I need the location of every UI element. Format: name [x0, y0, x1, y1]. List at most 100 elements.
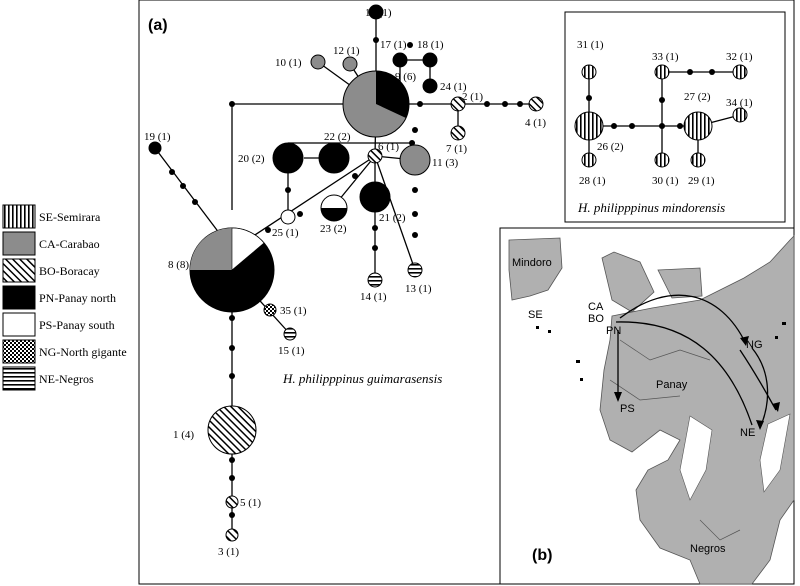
- legend-label-pn: PN-Panay north: [39, 291, 116, 305]
- legend-label-ps: PS-Panay south: [39, 318, 115, 332]
- label-h32: 32 (1): [726, 51, 753, 63]
- haplotype-35: [263, 303, 277, 317]
- label-h26: 26 (2): [597, 141, 624, 153]
- label-h30: 30 (1): [652, 175, 679, 187]
- mindoro-landmass: [508, 237, 563, 301]
- haplotype-34: [732, 107, 748, 123]
- label-h24: 24 (1): [440, 81, 467, 93]
- label-h35: 35 (1): [280, 305, 307, 317]
- map-label-pn: PN: [606, 325, 621, 337]
- map-label-ca: CA: [588, 301, 604, 313]
- haplotype-13: [407, 262, 423, 278]
- haplotype-labels: 8 (8) 9 (6) 1 (4) 5 (1) 3 (1) 15 (1) 35 …: [144, 7, 546, 558]
- legend-label-bo: BO-Boracay: [39, 264, 100, 278]
- haplotype-7: [450, 125, 466, 141]
- label-h12: 12 (1): [333, 45, 360, 57]
- label-h19: 19 (1): [144, 131, 171, 143]
- map-label-ng: NG: [746, 339, 763, 351]
- label-h18: 18 (1): [417, 39, 444, 51]
- map-label-ne: NE: [740, 427, 755, 439]
- haplotype-14: [367, 272, 383, 288]
- haplotype-23: [320, 194, 348, 222]
- legend-swatch-pn: [2, 285, 36, 310]
- haplotype-16: [368, 4, 384, 20]
- label-h16: 16 (1): [365, 7, 392, 19]
- haplotype-1: [207, 405, 257, 455]
- map-label-panay: Panay: [656, 379, 688, 391]
- legend-label-se: SE-Semirara: [39, 210, 101, 224]
- label-h27: 27 (2): [684, 91, 711, 103]
- haplotype-5: [225, 495, 239, 509]
- map-label-negros: Negros: [690, 543, 726, 555]
- label-h22: 22 (2): [324, 131, 351, 143]
- legend: SE-Semirara CA-Carabao BO-Boracay PN-Pan…: [2, 204, 127, 391]
- haplotype-9: [342, 70, 410, 138]
- legend-swatch-ps: [2, 312, 36, 337]
- label-h2: 2 (1): [462, 91, 483, 103]
- map-label-se: SE: [528, 309, 543, 321]
- label-h1: 1 (4): [173, 429, 194, 441]
- label-h4: 4 (1): [525, 117, 546, 129]
- haplotype-25: [280, 209, 296, 225]
- legend-label-ca: CA-Carabao: [39, 237, 100, 251]
- label-h21: 21 (2): [379, 212, 406, 224]
- haplotype-26: [574, 111, 604, 141]
- label-h29: 29 (1): [688, 175, 715, 187]
- label-h20: 20 (2): [238, 153, 265, 165]
- label-h8: 8 (8): [168, 259, 189, 271]
- mindorensis-title: H. philipppinus mindorensis: [577, 200, 725, 215]
- label-h28: 28 (1): [579, 175, 606, 187]
- legend-label-ne: NE-Negros: [39, 372, 94, 386]
- panel-b-label: (b): [532, 547, 552, 564]
- label-h15: 15 (1): [278, 345, 305, 357]
- haplotype-22: [318, 142, 350, 174]
- haplotype-8: [189, 227, 275, 313]
- label-h33: 33 (1): [652, 51, 679, 63]
- haplotype-19: [148, 141, 162, 155]
- label-h6: 6 (1): [378, 141, 399, 153]
- haplotype-33: [654, 64, 670, 80]
- label-h9: 9 (6): [395, 71, 416, 83]
- legend-label-ng: NG-North gigante: [39, 345, 127, 359]
- legend-swatch-ng: [2, 339, 36, 364]
- haplotype-6: [367, 148, 383, 164]
- haplotype-20: [272, 142, 304, 174]
- legend-swatch-ne: [2, 366, 36, 391]
- label-h31: 31 (1): [577, 39, 604, 51]
- label-h17: 17 (1): [380, 39, 407, 51]
- haplotype-29: [690, 152, 706, 168]
- legend-swatch-se: [2, 204, 36, 229]
- haplotype-31: [581, 64, 597, 80]
- haplotype-21: [359, 181, 391, 213]
- label-h23: 23 (2): [320, 223, 347, 235]
- label-h34: 34 (1): [726, 97, 753, 109]
- legend-swatch-ca: [2, 231, 36, 256]
- label-h7: 7 (1): [446, 143, 467, 155]
- haplotype-4: [528, 96, 544, 112]
- map-panel: Mindoro SE CA BO PN NG Panay PS NE Negro…: [499, 227, 795, 585]
- haplotype-11: [399, 144, 431, 176]
- label-h14: 14 (1): [360, 291, 387, 303]
- haplotype-18: [422, 52, 438, 68]
- label-h25: 25 (1): [272, 227, 299, 239]
- map-label-bo: BO: [588, 313, 604, 325]
- map-label-ps: PS: [620, 403, 635, 415]
- haplotype-24: [422, 78, 438, 94]
- haplotype-15: [283, 327, 297, 341]
- guimarasensis-title: H. philipppinus guimarasensis: [282, 371, 442, 386]
- haplotype-17: [392, 52, 408, 68]
- legend-swatch-bo: [2, 258, 36, 283]
- haplotype-12: [342, 56, 358, 72]
- haplotype-32: [732, 64, 748, 80]
- label-h13: 13 (1): [405, 283, 432, 295]
- haplotype-28: [581, 152, 597, 168]
- haplotype-2: [450, 96, 466, 112]
- label-h11: 11 (3): [432, 157, 459, 169]
- haplotype-10: [310, 54, 326, 70]
- label-h5: 5 (1): [240, 497, 261, 509]
- map-label-mindoro: Mindoro: [512, 257, 552, 269]
- mindorensis-inset: 31 (1) 26 (2) 28 (1) 33 (1) 30 (1) 32 (1…: [564, 11, 786, 223]
- haplotype-3: [225, 528, 239, 542]
- panay-negros-landmass: [599, 235, 795, 585]
